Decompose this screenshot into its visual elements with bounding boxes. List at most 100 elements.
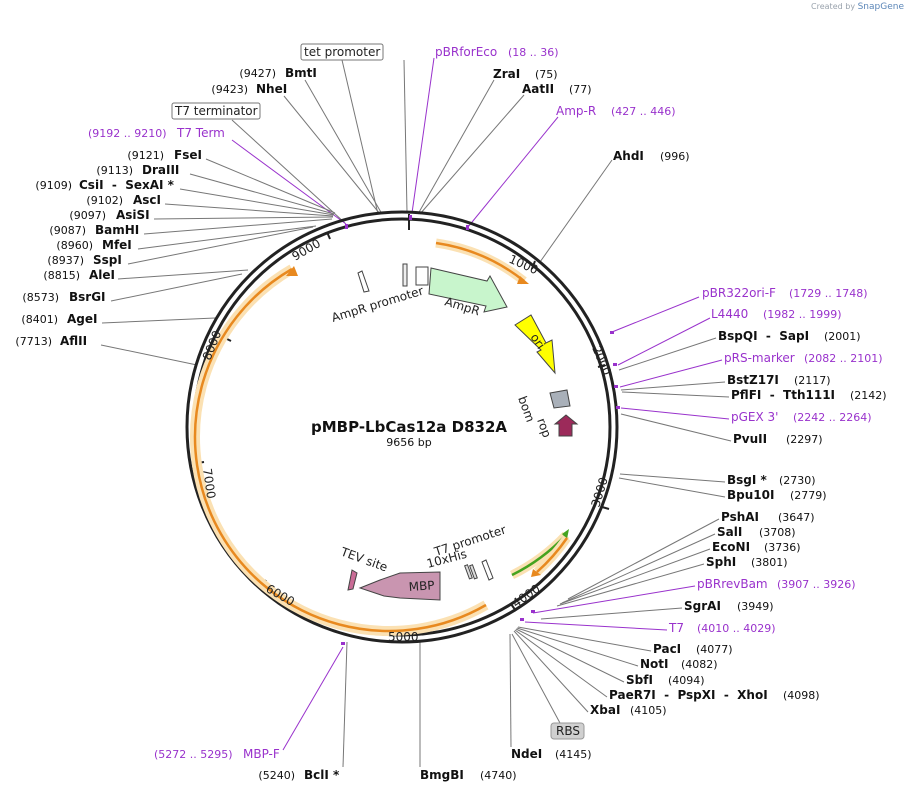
enzyme-zrai-name: ZraI bbox=[493, 67, 520, 81]
enzyme-sphi-name: SphI bbox=[706, 555, 736, 569]
leader-t7term bbox=[231, 139, 347, 225]
snapgene-brand: SnapGene bbox=[857, 2, 904, 12]
rop-feature bbox=[553, 414, 579, 437]
enzyme-mfei-pos: (8960) bbox=[56, 239, 93, 252]
tick-label-7000: 7000 bbox=[200, 467, 218, 499]
leader-fsei bbox=[205, 158, 336, 214]
primer-pgex3-name: pGEX 3' bbox=[731, 410, 778, 424]
t7-terminator-box bbox=[171, 102, 261, 120]
leader-ndei bbox=[509, 633, 512, 748]
primer-pgex3-range: (2242 .. 2264) bbox=[793, 411, 872, 424]
leader-sphi bbox=[556, 563, 705, 607]
enzyme-pshai-pos: (3647) bbox=[778, 511, 815, 524]
rop-label: rop bbox=[534, 416, 554, 439]
leader-pgex3 bbox=[620, 407, 730, 420]
leader-pbrforeco bbox=[411, 57, 435, 214]
enzyme-mfei-name: MfeI bbox=[102, 238, 132, 252]
primer-prsmarker-range: (2082 .. 2101) bbox=[804, 352, 883, 365]
enzyme-asisi-pos: (9097) bbox=[69, 209, 106, 222]
leader-bsgi bbox=[619, 473, 726, 483]
tick-label-5000: 5000 bbox=[388, 630, 419, 644]
primer-pbrforeco-name: pBRforEco bbox=[435, 45, 497, 59]
leader-draiii bbox=[189, 173, 335, 215]
enzyme-bspqi-pos: (2001) bbox=[824, 330, 861, 343]
leader-noti bbox=[516, 627, 639, 667]
leader-rbs bbox=[511, 633, 561, 724]
primer-t7term-range: (9192 .. 9210) bbox=[88, 127, 167, 140]
enzyme-aflii-name: AflII bbox=[60, 334, 87, 348]
tick-label-2000: 2000 bbox=[589, 344, 614, 378]
leader-lines bbox=[100, 57, 732, 768]
tick-9000 bbox=[326, 231, 331, 240]
enzyme-bspqi-name: BspQI - SapI bbox=[718, 329, 809, 343]
orf-arc-1 bbox=[435, 241, 525, 282]
created-by-credit: Created by SnapGene bbox=[811, 2, 904, 12]
leader-bamhi bbox=[143, 218, 333, 235]
t7-terminator-feature bbox=[357, 270, 370, 293]
leader-aflii bbox=[100, 344, 198, 366]
leader-paer7i bbox=[514, 629, 608, 698]
leader-sspi bbox=[127, 226, 314, 265]
leader-l4440 bbox=[617, 317, 711, 366]
enzyme-bsrgi-name: BsrGI bbox=[69, 290, 106, 304]
mbp-feature bbox=[358, 571, 441, 601]
enzyme-noti-pos: (4082) bbox=[681, 658, 718, 671]
leader-t7-terminator bbox=[231, 119, 346, 224]
t7-terminator-label: T7 terminator bbox=[174, 104, 258, 118]
tet-promoter-feature bbox=[402, 263, 408, 287]
primer-mbpf-name: MBP-F bbox=[243, 747, 280, 761]
enzyme-agei-pos: (8401) bbox=[21, 313, 58, 326]
enzyme-bcli-name: BclI * bbox=[304, 768, 340, 782]
primer-l4440-name: L4440 bbox=[711, 307, 748, 321]
leader-bsrgi bbox=[110, 273, 243, 302]
ampr-promoter-feature bbox=[415, 266, 429, 286]
enzyme-ndei-name: NdeI bbox=[511, 747, 542, 761]
primer-markers bbox=[341, 215, 620, 645]
enzyme-sgrai-pos: (3949) bbox=[737, 600, 774, 613]
leader-ahdi bbox=[539, 159, 613, 263]
primer-t7-name: T7 bbox=[668, 621, 684, 635]
enzyme-paer7i-pos: (4098) bbox=[783, 689, 820, 702]
credit-text: Created by bbox=[811, 2, 856, 11]
tick-4000 bbox=[510, 603, 517, 612]
leader-ampr-primer bbox=[467, 116, 559, 228]
tet-promoter-box bbox=[300, 43, 384, 61]
enzyme-sspi-pos: (8937) bbox=[47, 254, 84, 267]
ampr-promoter-label: AmpR promoter bbox=[330, 284, 425, 325]
enzyme-draiii-pos: (9113) bbox=[96, 164, 133, 177]
leader-mfei bbox=[137, 225, 317, 250]
primer-pbr322ori-name: pBR322ori-F bbox=[702, 286, 776, 300]
primer-pbrrevbam-range: (3907 .. 3926) bbox=[777, 578, 856, 591]
enzyme-bsrgi-pos: (8573) bbox=[22, 291, 59, 304]
enzyme-fsei-name: FseI bbox=[174, 148, 202, 162]
leader-pvuii bbox=[620, 413, 732, 442]
primer-pbrforeco-range: (18 .. 36) bbox=[508, 46, 559, 59]
leader-tet-promoter-2 bbox=[403, 59, 408, 213]
leader-bmti bbox=[304, 79, 383, 215]
leader-econi bbox=[559, 548, 711, 605]
enzyme-ndei-pos: (4145) bbox=[555, 748, 592, 761]
leader-pflfi bbox=[621, 391, 730, 398]
leader-sgrai bbox=[540, 607, 683, 620]
enzyme-csii-pos: (9109) bbox=[35, 179, 72, 192]
primer-ampr-range: (427 .. 446) bbox=[611, 105, 676, 118]
leader-sali bbox=[561, 533, 716, 604]
leader-bstz17i bbox=[620, 381, 726, 391]
leader-pshai bbox=[567, 518, 720, 600]
leader-tet-promoter bbox=[341, 59, 379, 215]
bom-feature bbox=[549, 389, 571, 409]
tick-2000 bbox=[597, 364, 606, 368]
enzyme-paer7i-name: PaeR7I - PspXI - XhoI bbox=[609, 688, 768, 702]
enzyme-ahdi-pos: (996) bbox=[660, 150, 690, 163]
leader-asisi bbox=[153, 216, 334, 220]
enzyme-sspi-name: SspI bbox=[93, 253, 122, 267]
enzyme-asisi-name: AsiSI bbox=[116, 208, 150, 222]
orf-arc-3 bbox=[536, 537, 569, 573]
t7-promoter-feature bbox=[481, 559, 494, 581]
enzyme-bsgi-name: BsgI * bbox=[727, 473, 768, 487]
enzyme-bpu10i-name: Bpu10I bbox=[727, 488, 774, 502]
enzyme-sgrai-name: SgrAI bbox=[684, 599, 721, 613]
enzyme-aatii-name: AatII bbox=[522, 82, 554, 96]
leader-alei bbox=[117, 269, 249, 280]
